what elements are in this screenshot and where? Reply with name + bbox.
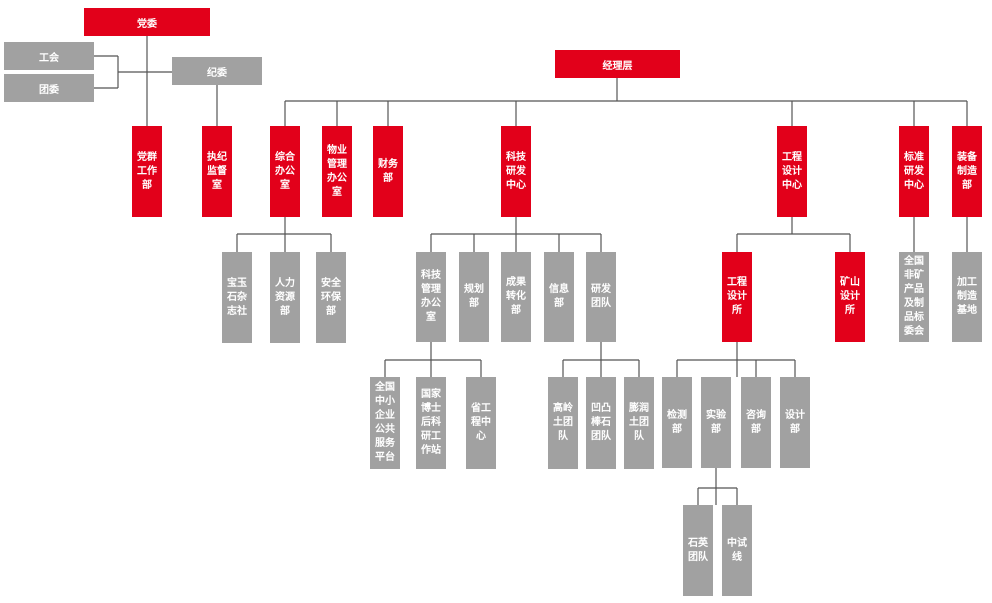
node-dangqun: 党群工作部 [132,126,162,217]
node-xinxi: 信息部 [544,252,574,342]
node-renli: 人力资源部 [270,252,300,343]
node-aotubang: 凹凸棒石团队 [586,377,616,469]
node-zhuangbei: 装备制造部 [952,126,982,217]
node-pingtai: 全国中小企业公共服务平台 [370,377,400,469]
node-boshihou: 国家博士后科研工作站 [416,377,446,469]
node-jiwei: 纪委 [172,57,262,85]
node-keji: 科技研发中心 [501,126,531,217]
node-biaozhun: 标准研发中心 [899,126,929,217]
node-baoyushi: 宝玉石杂志社 [222,252,252,343]
node-biaowei: 全国非矿产品及制品标委会 [899,252,929,342]
node-chengguo: 成果转化部 [501,252,531,342]
node-pengruntu: 膨润土团队 [624,377,654,469]
node-zhiji: 执纪监督室 [202,126,232,217]
node-shiyan: 实验部 [701,377,731,468]
node-guihua: 规划部 [459,252,489,342]
node-kssjs: 矿山设计所 [835,252,865,342]
node-sheji: 设计部 [780,377,810,468]
node-shiying: 石英团队 [683,505,713,596]
node-shenggc: 省工程中心 [466,377,496,469]
node-gcsjs: 工程设计所 [722,252,752,342]
node-jinglice: 经理层 [555,50,680,78]
node-tuanwei: 团委 [4,74,94,102]
node-jiagong: 加工制造基地 [952,252,982,342]
node-wuye: 物业管理办公室 [322,126,352,217]
node-gaolingtu: 高岭土团队 [548,377,578,469]
node-zhongshi: 中试线 [722,505,752,596]
node-anquan: 安全环保部 [316,252,346,343]
node-yanfa: 研发团队 [586,252,616,342]
node-zixun: 咨询部 [741,377,771,468]
node-gonghui: 工会 [4,42,94,70]
node-dangwei: 党委 [84,8,210,36]
node-jiance: 检测部 [662,377,692,468]
node-gongcheng: 工程设计中心 [777,126,807,217]
node-caiwu: 财务部 [373,126,403,217]
node-zonghe: 综合办公室 [270,126,300,217]
node-kejiguanli: 科技管理办公室 [416,252,446,342]
